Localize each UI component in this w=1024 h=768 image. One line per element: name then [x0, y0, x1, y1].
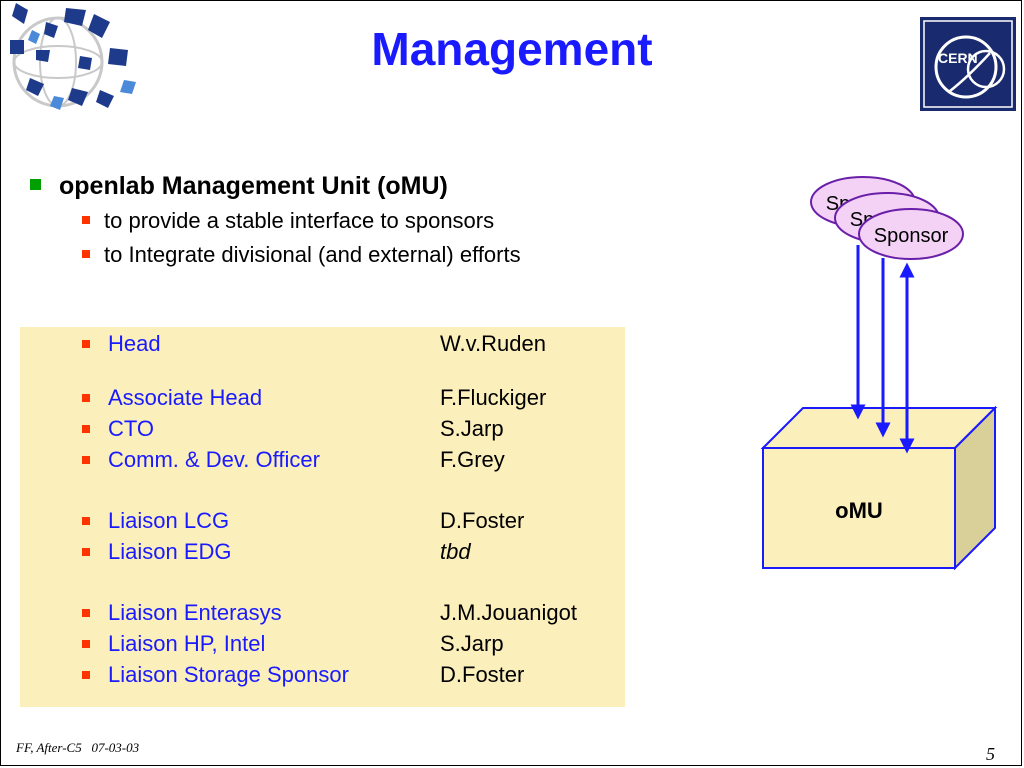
footer-text: FF, After-C5 07-03-03	[16, 740, 140, 755]
cern-logo: CERN	[920, 17, 1016, 111]
staff-person: S.Jarp	[440, 416, 504, 441]
openlab-logo	[10, 3, 136, 110]
page-number: 5	[986, 744, 995, 764]
slide-title: Management	[371, 23, 653, 75]
staff-person: tbd	[440, 539, 471, 564]
staff-person: F.Grey	[440, 447, 505, 472]
staff-role: Liaison Storage Sponsor	[108, 662, 349, 687]
staff-role: Head	[108, 331, 161, 356]
staff-row: Liaison EDG tbd	[20, 539, 625, 567]
red-square-bullet-icon	[82, 340, 90, 348]
red-square-bullet-icon	[82, 250, 90, 258]
staff-role: Associate Head	[108, 385, 263, 410]
sub-bullet: to Integrate divisional (and external) e…	[82, 242, 521, 268]
staff-row: Liaison LCG D.Foster	[20, 508, 625, 536]
staff-role: Liaison EDG	[108, 539, 232, 564]
cern-logo-text: CERN	[938, 50, 978, 66]
green-square-bullet-icon	[30, 179, 41, 190]
red-square-bullet-icon	[82, 216, 90, 224]
staff-role: Comm. & Dev. Officer	[108, 447, 320, 472]
staff-row: Comm. & Dev. Officer F.Grey	[20, 447, 625, 475]
red-square-bullet-icon	[82, 640, 90, 648]
main-bullet-text: openlab Management Unit (oMU)	[59, 172, 448, 200]
sponsor-bubble: Sponsor	[858, 208, 964, 260]
staff-row: Liaison Storage Sponsor D.Foster	[20, 662, 625, 690]
red-square-bullet-icon	[82, 609, 90, 617]
omu-label: oMU	[835, 498, 883, 523]
omu-box-front	[762, 447, 956, 569]
staff-person: D.Foster	[440, 508, 525, 533]
main-bullet: openlab Management Unit (oMU)	[30, 172, 448, 201]
red-square-bullet-icon	[82, 394, 90, 402]
staff-role: Liaison HP, Intel	[108, 631, 266, 656]
staff-row: Liaison Enterasys J.M.Jouanigot	[20, 600, 625, 628]
staff-row: Liaison HP, Intel S.Jarp	[20, 631, 625, 659]
red-square-bullet-icon	[82, 671, 90, 679]
staff-list-box: Head W.v.Ruden Associate Head F.Fluckige…	[20, 327, 625, 707]
sub-bullet-text: to Integrate divisional (and external) e…	[104, 242, 521, 267]
staff-row: CTO S.Jarp	[20, 416, 625, 444]
staff-role: Liaison LCG	[108, 508, 230, 533]
staff-role: CTO	[108, 416, 155, 441]
sub-bullet-text: to provide a stable interface to sponsor…	[104, 208, 495, 233]
staff-row: Associate Head F.Fluckiger	[20, 385, 625, 413]
sub-bullet: to provide a stable interface to sponsor…	[82, 208, 494, 234]
red-square-bullet-icon	[82, 517, 90, 525]
red-square-bullet-icon	[82, 456, 90, 464]
red-square-bullet-icon	[82, 425, 90, 433]
staff-person: J.M.Jouanigot	[440, 600, 577, 625]
staff-row: Head W.v.Ruden	[20, 331, 625, 359]
staff-role: Liaison Enterasys	[108, 600, 282, 625]
staff-person: W.v.Ruden	[440, 331, 546, 356]
staff-person: S.Jarp	[440, 631, 504, 656]
red-square-bullet-icon	[82, 548, 90, 556]
staff-person: D.Foster	[440, 662, 525, 687]
staff-person: F.Fluckiger	[440, 385, 547, 410]
sponsor-omu-diagram: oMU Sponsor Sponsor Sponsor	[760, 176, 998, 571]
sponsor-label: Sponsor	[874, 225, 949, 247]
